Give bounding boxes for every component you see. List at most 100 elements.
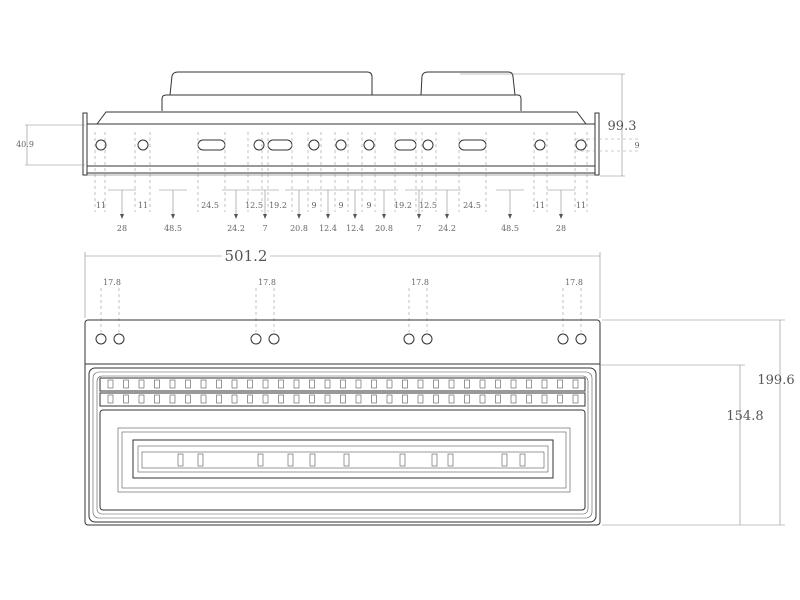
arrowhead	[297, 214, 301, 219]
mounting-hole	[250, 333, 262, 345]
dim-label: 7	[416, 224, 421, 233]
led	[231, 394, 238, 404]
led	[324, 379, 331, 389]
led	[355, 394, 362, 404]
slot-hole	[458, 139, 487, 151]
dim-lens-height: 154.8	[726, 409, 763, 424]
dim-label: 48.5	[164, 224, 182, 233]
mounting-hole	[575, 139, 587, 151]
led	[510, 394, 517, 404]
dim-label: 20.8	[375, 224, 393, 233]
arrowhead	[508, 214, 512, 219]
led	[479, 394, 486, 404]
dim-label: 7	[262, 224, 267, 233]
led	[433, 379, 439, 389]
led	[464, 379, 470, 389]
led	[293, 379, 300, 389]
mounting-hole	[421, 333, 433, 345]
arrowhead	[417, 214, 421, 219]
slot-hole	[197, 139, 226, 151]
led	[402, 379, 408, 389]
led	[510, 379, 517, 389]
dim-label: 11	[96, 201, 106, 210]
led	[107, 379, 114, 389]
dim-label: 17.8	[565, 278, 583, 287]
dim-label: 28	[556, 224, 566, 233]
arrowhead	[120, 214, 124, 219]
mounting-hole	[403, 333, 415, 345]
mounting-hole	[557, 333, 569, 345]
led	[371, 394, 377, 404]
led	[355, 379, 362, 389]
led	[262, 379, 269, 389]
led	[293, 394, 300, 404]
mounting-hole	[137, 139, 149, 151]
led	[572, 394, 579, 404]
led	[200, 394, 207, 404]
led	[402, 394, 408, 404]
led	[541, 379, 548, 389]
led	[399, 453, 406, 467]
led	[257, 453, 264, 467]
arrowhead	[445, 214, 449, 219]
led	[464, 394, 470, 404]
dim-label: 9	[338, 201, 343, 210]
arrowhead	[353, 214, 357, 219]
dim-label: 9	[366, 201, 371, 210]
dim-label: 28	[117, 224, 127, 233]
led	[123, 379, 129, 389]
led	[278, 394, 284, 404]
led	[177, 453, 184, 467]
led	[343, 453, 350, 467]
led	[216, 379, 222, 389]
led	[386, 394, 393, 404]
led	[138, 394, 145, 404]
led	[495, 394, 501, 404]
mounting-hole	[95, 139, 107, 151]
dim-label: 24.5	[201, 201, 219, 210]
dim-label: 48.5	[501, 224, 519, 233]
led	[448, 379, 455, 389]
dim-overall-width: 501.2	[225, 247, 268, 265]
led	[557, 379, 563, 389]
dim-total-height: 99.3	[608, 119, 637, 134]
led	[433, 394, 439, 404]
dim-label: 11	[535, 201, 545, 210]
led	[371, 379, 377, 389]
mounting-hole	[422, 139, 434, 151]
led	[501, 453, 508, 467]
led	[309, 453, 316, 467]
led	[309, 394, 315, 404]
led	[154, 394, 160, 404]
mounting-hole	[95, 333, 107, 345]
led	[197, 453, 204, 467]
dim-label: 12.4	[346, 224, 364, 233]
led	[572, 379, 579, 389]
led	[340, 394, 346, 404]
dim-label: 11	[576, 201, 586, 210]
mounting-hole	[308, 139, 320, 151]
arrowhead	[171, 214, 175, 219]
slot-hole	[394, 139, 417, 151]
led	[448, 394, 455, 404]
slot-hole	[253, 139, 265, 151]
led	[278, 379, 284, 389]
arrowhead	[382, 214, 386, 219]
led	[169, 394, 176, 404]
led	[386, 379, 393, 389]
dim-label: 12.5	[245, 201, 263, 210]
led	[185, 394, 191, 404]
led	[526, 394, 532, 404]
dim-height-left: 40.9	[16, 140, 34, 149]
mounting-hole	[534, 139, 546, 151]
led	[495, 379, 501, 389]
led	[309, 379, 315, 389]
led	[519, 453, 526, 467]
led	[107, 394, 114, 404]
led	[247, 379, 253, 389]
led	[200, 379, 207, 389]
led	[541, 394, 548, 404]
